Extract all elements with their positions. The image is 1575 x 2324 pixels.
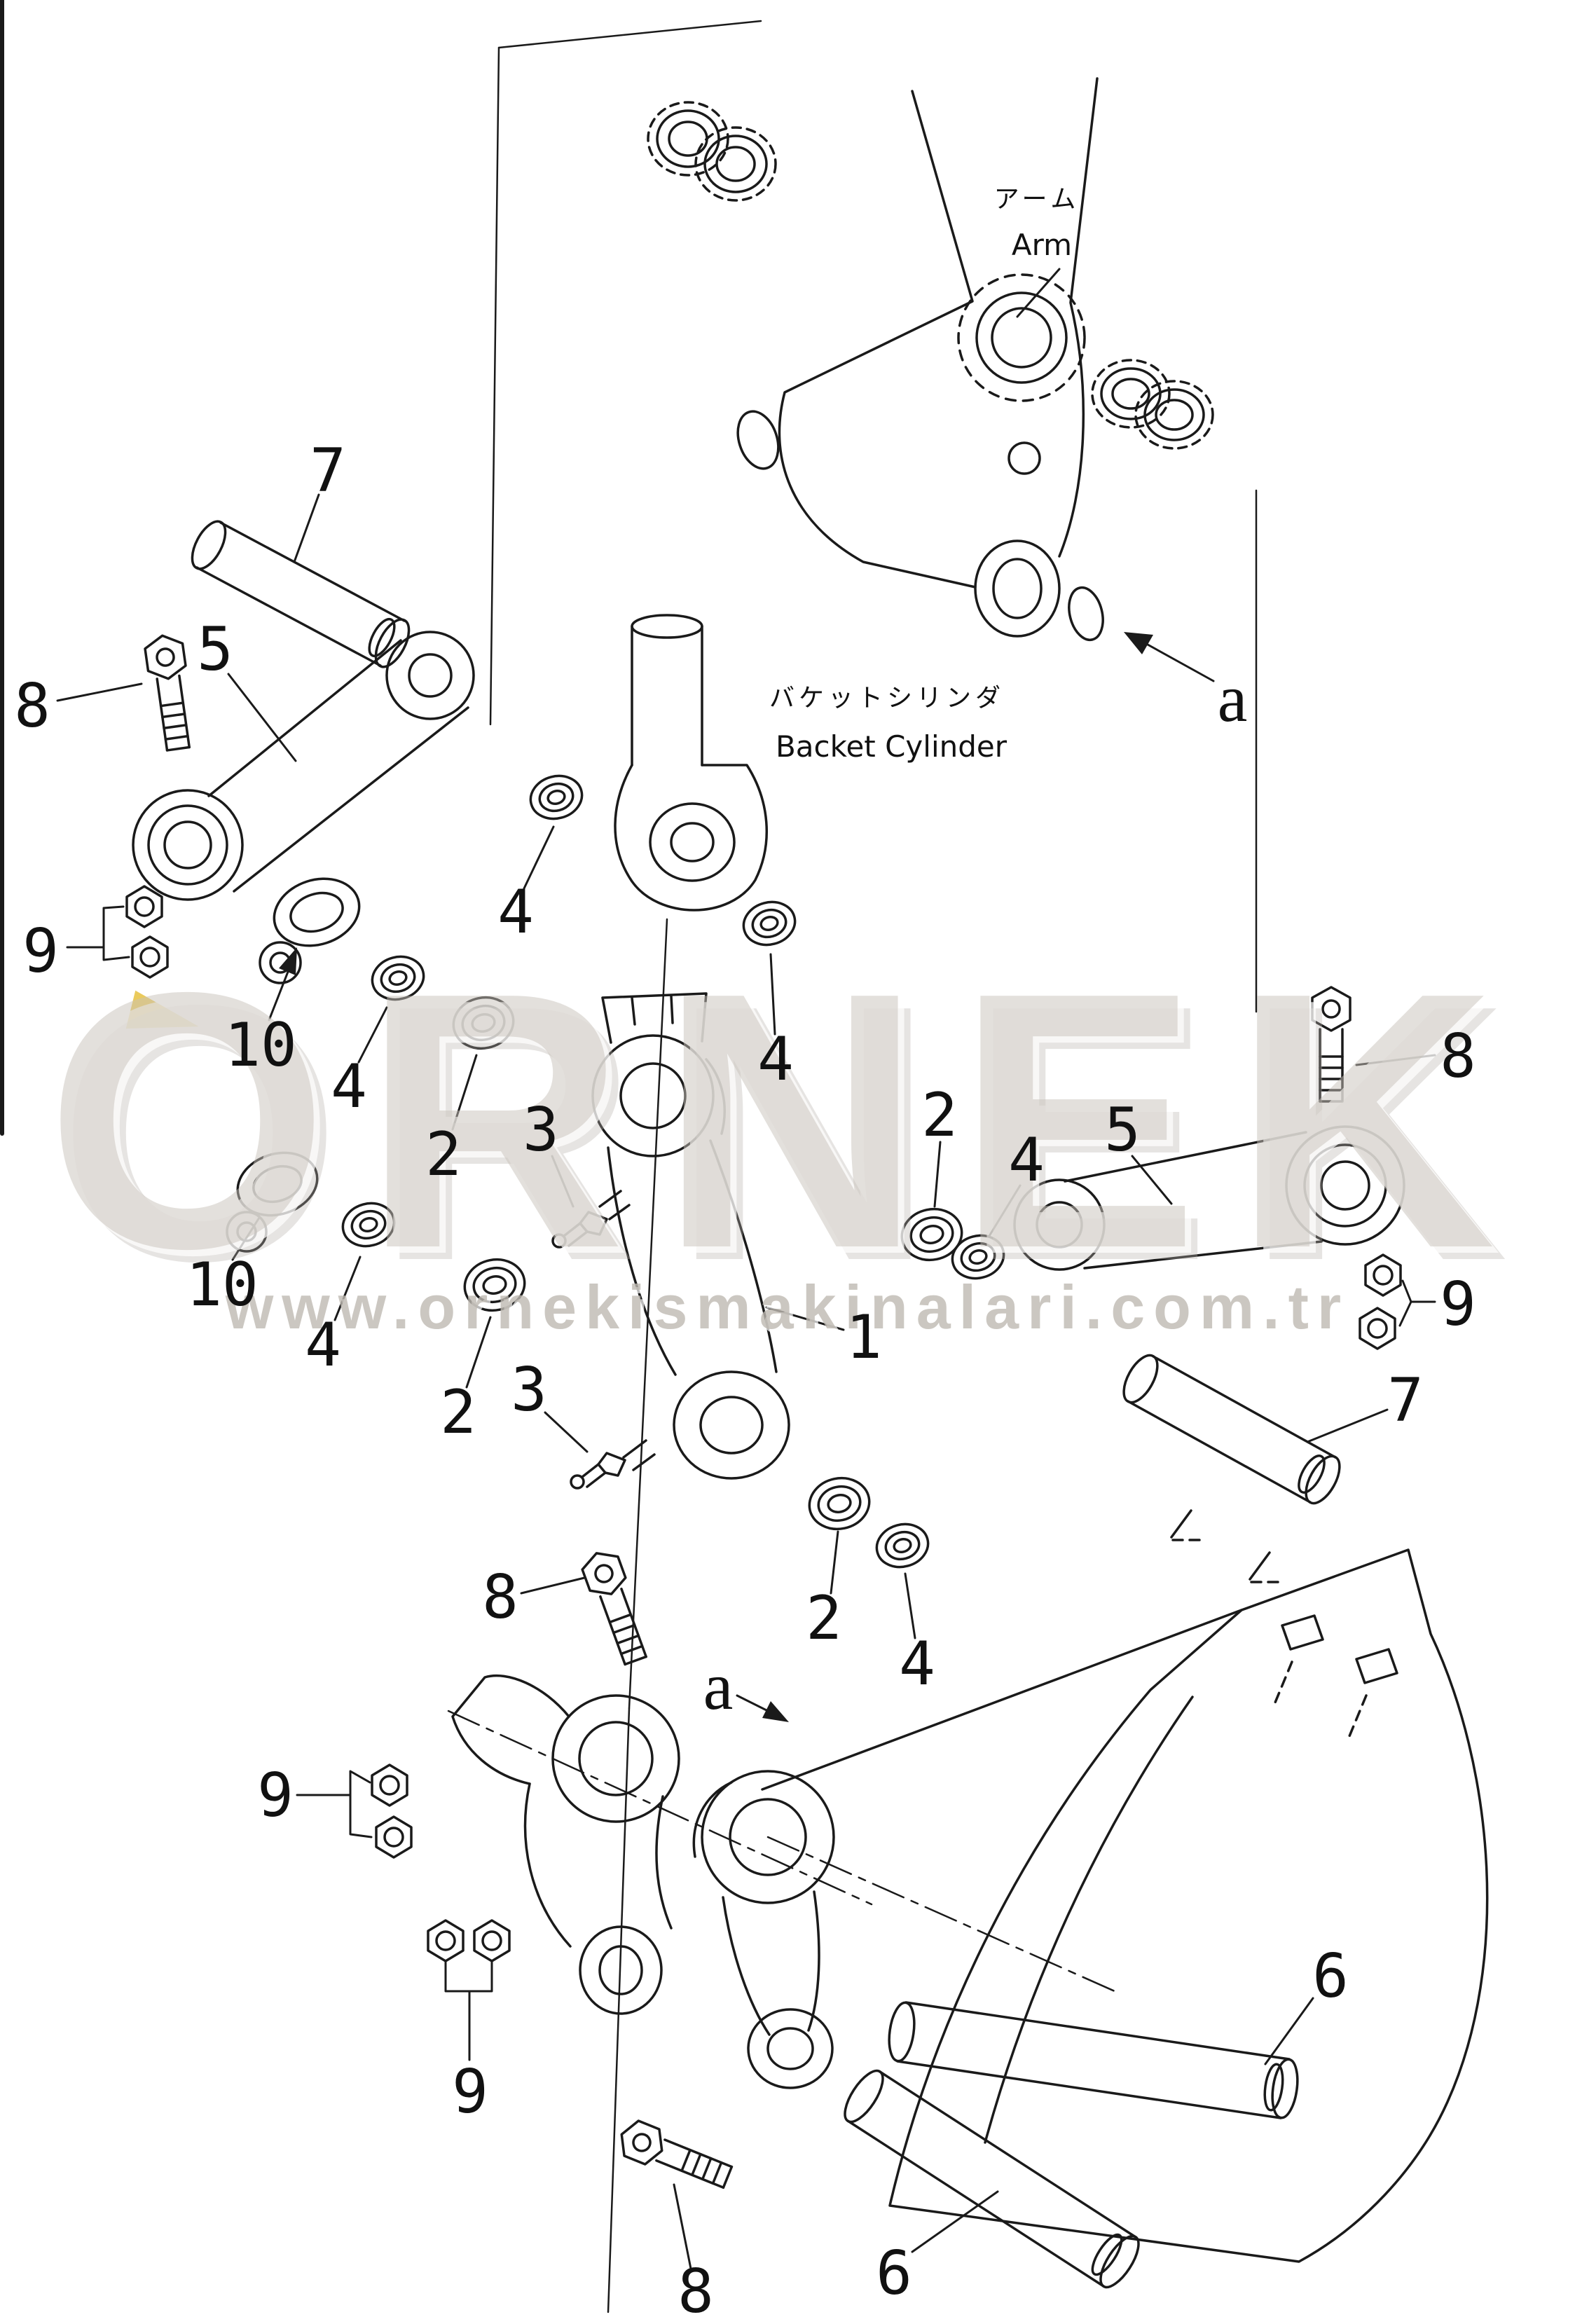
construction-lines [489, 20, 1258, 2313]
callout-4-seal-lower-left: 4 [305, 1310, 341, 1380]
arrowheads [279, 632, 1153, 1722]
callout-9-nuts-right: 9 [1440, 1270, 1476, 1340]
callout-2-bushing-lower-left: 2 [440, 1377, 476, 1448]
pin-6-upper [888, 2001, 1299, 2119]
grease-fitting-3-parts [551, 1211, 626, 1490]
callout-9-nuts-bracket-upper: 9 [257, 1761, 294, 1831]
link-1-rocker [591, 992, 790, 1480]
pin-7-left [191, 520, 411, 668]
callout-6-pin-upper: 6 [1312, 1941, 1349, 2012]
callout-9-nuts-left: 9 [22, 916, 59, 986]
ring-10-lower [226, 1151, 319, 1253]
callout-8-bolt-bottom: 8 [678, 2257, 714, 2324]
callout-5-link-right: 5 [1104, 1095, 1141, 1165]
arm-assembly [736, 77, 1214, 642]
callout-8-bolt-left: 8 [14, 671, 50, 741]
bucket [761, 1548, 1489, 2263]
callout-4-seal-left: 4 [331, 1052, 367, 1122]
label-arm-english: Arm [1011, 228, 1073, 262]
seal-rings-top [647, 101, 777, 202]
callout-2-bushing-bottom: 2 [806, 1583, 842, 1653]
callout-4-seal-cylinder: 4 [757, 1024, 794, 1094]
callout-8-bolt-right: 8 [1440, 1022, 1476, 1092]
callout-5-link-left: 5 [197, 614, 233, 685]
link-5-right [1013, 1125, 1405, 1271]
callout-2-bushing-left: 2 [425, 1120, 462, 1190]
callout-4-seal-right: 4 [1008, 1125, 1045, 1195]
callout-2-bushing-right: 2 [921, 1080, 958, 1150]
callout-8-bolt-mid: 8 [482, 1562, 518, 1632]
pin-7-right [1122, 1354, 1341, 1583]
callout-6-pin-lower: 6 [876, 2239, 912, 2309]
callout-1-link: 1 [846, 1302, 882, 1373]
label-bucket-cylinder-japanese: バケットシリンダ [769, 684, 1005, 713]
callout-7-pin-left: 7 [310, 436, 346, 506]
ring-10-upper [259, 877, 361, 984]
callout-9-nuts-bracket-lower: 9 [452, 2057, 488, 2127]
callout-3-fitting-upper: 3 [523, 1095, 559, 1165]
ref-letter-a-top: a [1217, 661, 1248, 736]
callout-4-seal-top: 4 [497, 877, 534, 947]
bucket-cylinder-rod [614, 614, 769, 912]
ref-letter-a-mid: a [703, 1649, 734, 1724]
leader-lines [56, 268, 1436, 2270]
callout-3-fitting-lower: 3 [511, 1355, 547, 1425]
callout-10-ring-lower: 10 [186, 1250, 259, 1320]
label-bucket-cylinder-english: Backet Cylinder [775, 729, 1007, 764]
label-arm-japanese: アーム [993, 185, 1080, 214]
callout-4-seal-bottom: 4 [899, 1629, 935, 1699]
pin-6-lower [844, 2069, 1140, 2289]
bolt-8-parts [142, 631, 1352, 2196]
link-5-left [132, 631, 475, 901]
callout-7-pin-right: 7 [1387, 1366, 1424, 1436]
callout-10-ring-upper: 10 [224, 1010, 297, 1080]
bucket-link-bracket [447, 1674, 1122, 2089]
